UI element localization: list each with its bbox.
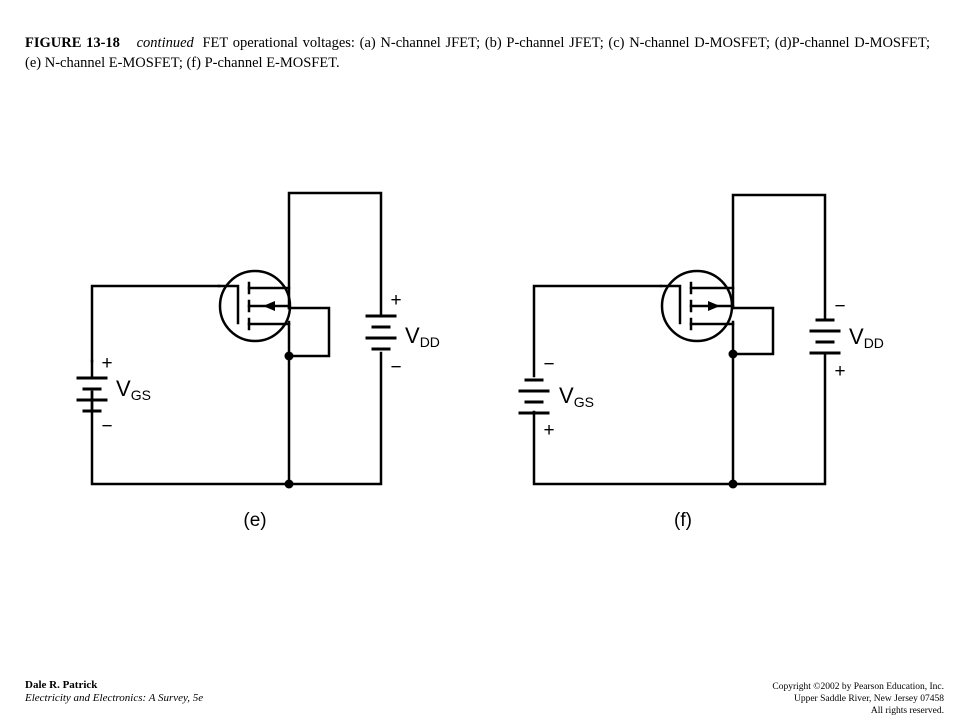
circuit-f	[518, 193, 841, 486]
footer-copyright: Copyright ©2002 by Pearson Education, In…	[772, 681, 944, 717]
circuit-e-vdd-battery	[365, 314, 397, 351]
circuit-e-node-bottom	[284, 479, 294, 489]
caption-continued: continued	[136, 35, 194, 51]
circuit-e-wiring	[90, 191, 383, 486]
figure-number: FIGURE 13-18	[25, 35, 120, 51]
circuit-f-vdd-battery	[809, 318, 841, 355]
circuit-f-vgs-top-sign: −	[543, 354, 554, 375]
copyright-rights: All rights reserved.	[870, 706, 944, 716]
circuit-e-terminals	[247, 286, 291, 326]
circuit-e	[76, 191, 397, 486]
circuit-f-label: (f)	[674, 510, 692, 531]
circuit-e-label: (e)	[243, 510, 266, 531]
footer-author: Dale R. Patrick	[25, 679, 98, 691]
circuit-e-gate	[217, 284, 240, 325]
circuit-e-vgs-label: VGS	[116, 376, 151, 403]
circuit-f-channel-arrow	[708, 301, 720, 311]
circuit-e-vdd-label: VDD	[405, 323, 440, 350]
circuit-f-gate	[659, 284, 682, 325]
circuit-f-node-source	[728, 349, 738, 359]
circuit-f-vgs-label: VGS	[559, 383, 594, 410]
circuit-e-substrate	[247, 304, 331, 358]
circuit-f-vdd-bottom-sign: +	[834, 361, 845, 382]
circuit-e-node-source	[284, 351, 294, 361]
caption-text: FET operational voltages: (a) N-channel …	[25, 35, 930, 71]
circuit-f-wiring	[532, 193, 827, 486]
circuit-e-vgs-bottom-sign: −	[101, 416, 112, 437]
footer-attribution: Dale R. Patrick Electricity and Electron…	[25, 679, 203, 705]
circuit-e-vgs-top-sign: +	[101, 353, 112, 374]
circuit-f-vgs-battery	[518, 378, 550, 415]
copyright-line: Copyright ©2002 by Pearson Education, In…	[772, 682, 944, 692]
circuit-f-node-bottom	[728, 479, 738, 489]
circuit-f-terminals	[689, 286, 735, 326]
copyright-address: Upper Saddle River, New Jersey 07458	[793, 694, 944, 704]
circuit-f-vgs-bottom-sign: +	[543, 420, 554, 441]
circuit-f-vdd-top-sign: −	[834, 296, 845, 317]
circuit-f-vdd-label: VDD	[849, 324, 884, 351]
circuit-f-substrate	[689, 304, 775, 356]
circuit-e-vdd-top-sign: +	[390, 290, 401, 311]
circuit-e-vdd-bottom-sign: −	[390, 357, 401, 378]
figure-caption: FIGURE 13-18 continued FET operational v…	[25, 33, 930, 73]
circuit-e-channel-arrow	[263, 301, 275, 311]
footer-book-title: Electricity and Electronics: A Survey, 5…	[25, 692, 204, 704]
